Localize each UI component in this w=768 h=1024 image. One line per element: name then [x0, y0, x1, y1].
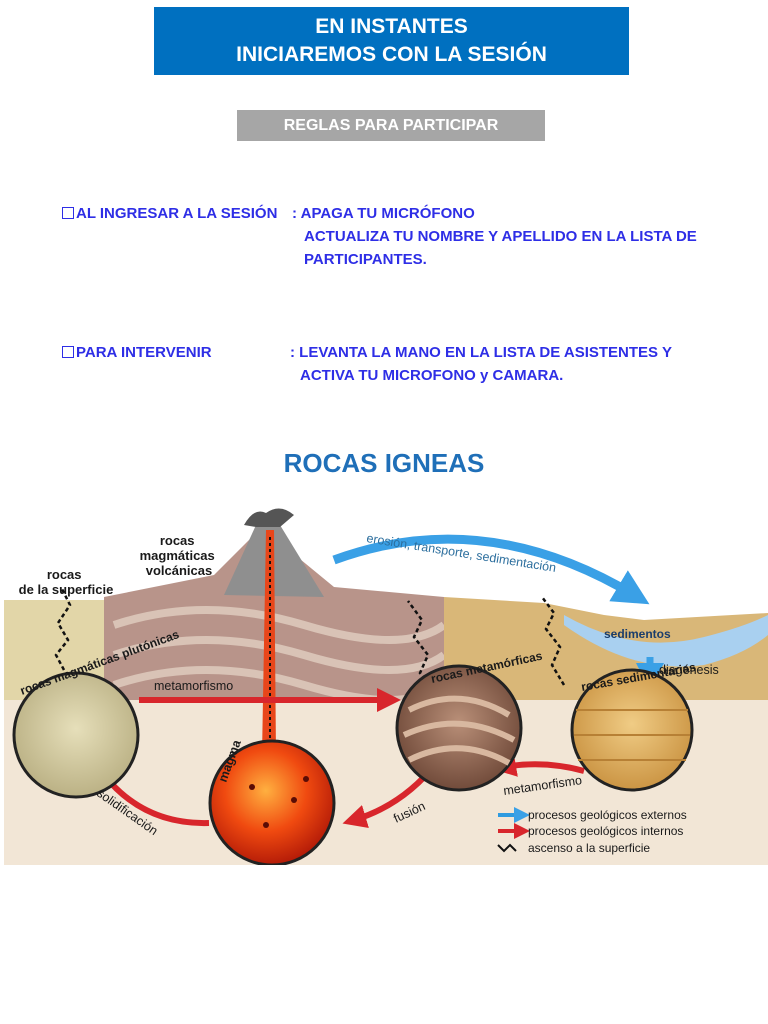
sediments-label: sedimentos [604, 627, 671, 641]
rock-cycle-diagram: rocas magmáticas volcánicas rocas de la … [4, 505, 768, 865]
legend-label: ascenso a la superficie [528, 841, 650, 855]
legend-swatch-ascent [497, 843, 517, 853]
section-title: ROCAS IGNEAS [283, 448, 485, 478]
svg-text:rocas de la superficie: rocas de la superficie [19, 567, 114, 597]
metamorphism-arrow-bottom [492, 753, 585, 777]
rule-item-join: AL INGRESAR A LA SESIÓN : APAGA TU MICRÓ… [62, 202, 742, 274]
legend-label: procesos geológicos internos [528, 824, 683, 838]
surface-rocks-label: rocas [47, 567, 82, 582]
checkbox-bullet-icon [62, 346, 74, 358]
diagram-legend: procesos geológicos externos procesos ge… [497, 807, 687, 855]
sedimentary-layers [444, 597, 768, 705]
rule-text: ACTUALIZA TU NOMBRE Y APELLIDO EN LA LIS… [304, 228, 697, 245]
session-banner: EN INSTANTES INICIAREMOS CON LA SESIÓN [154, 7, 629, 75]
plutonic-rock-circle [12, 671, 140, 799]
rule-text: : APAGA TU MICRÓFONO [292, 205, 475, 222]
ascent-squiggle [541, 596, 566, 686]
rule-text: ACTIVA TU MICROFONO y CAMARA. [300, 367, 564, 384]
volcanic-rocks-label: rocas [160, 533, 195, 548]
surface-rocks-label: de la superficie [19, 582, 114, 597]
svg-text:rocas magmáticas volcá: rocas magmáticas volcánicas [140, 533, 219, 578]
rule-text: : LEVANTA LA MANO EN LA LISTA DE ASISTEN… [290, 344, 672, 361]
legend-label: procesos geológicos externos [528, 808, 687, 822]
volcano-smoke [244, 508, 294, 527]
checkbox-bullet-icon [62, 207, 74, 219]
magma-circle [208, 739, 336, 865]
volcanic-rocks-label: volcánicas [146, 563, 213, 578]
rule-label: AL INGRESAR A LA SESIÓN [76, 205, 278, 222]
banner-line-2: INICIAREMOS CON LA SESIÓN [236, 43, 547, 66]
metamorphism-top-label: metamorfismo [154, 679, 233, 693]
ascent-squiggle [54, 588, 72, 671]
diagenesis-label: diagénesis [659, 663, 719, 677]
rule-text: PARTICIPANTES. [304, 251, 427, 268]
rule-label: PARA INTERVENIR [76, 344, 212, 361]
ascent-squiggle [406, 600, 435, 691]
sediment-basin [564, 615, 768, 667]
erosion-arrow [332, 534, 650, 605]
rules-header: REGLAS PARA PARTICIPAR [237, 110, 545, 141]
rule-item-intervene: PARA INTERVENIR : LEVANTA LA MANO EN LA … [62, 341, 742, 389]
metamorphic-rock-circle [395, 664, 523, 792]
banner-line-1: EN INSTANTES [315, 15, 468, 38]
volcanic-rocks-label: magmáticas [140, 548, 215, 563]
